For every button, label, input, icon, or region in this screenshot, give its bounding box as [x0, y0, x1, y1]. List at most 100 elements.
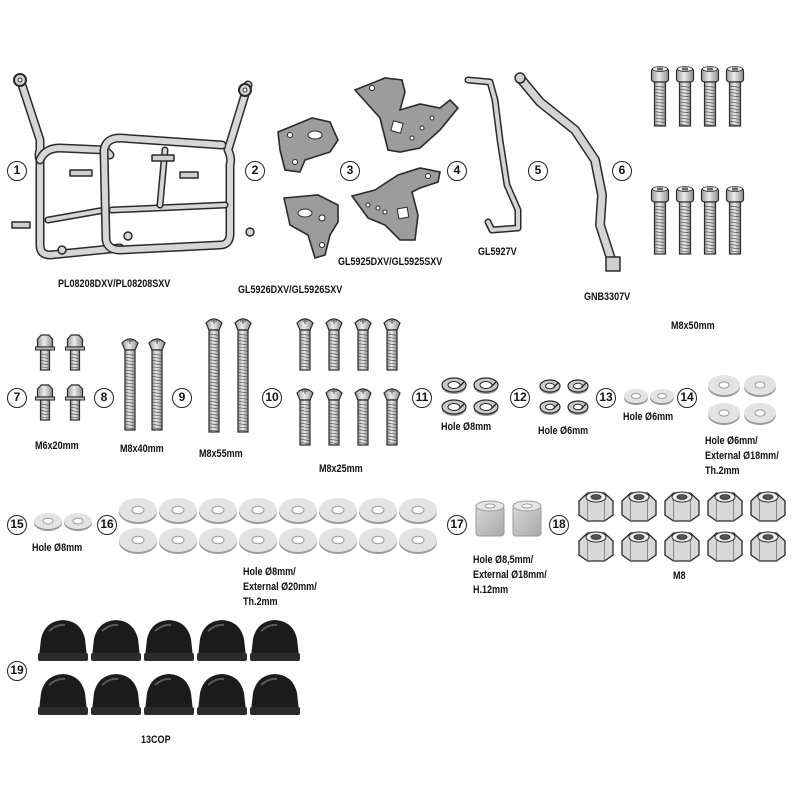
part-number-19: 19 — [7, 661, 27, 681]
label-washer16-line2: External Ø20mm/ — [243, 581, 317, 593]
rack-frame-right — [57, 80, 255, 255]
spacer-tube — [512, 500, 542, 537]
flat-washer-m6-18 — [744, 403, 776, 425]
bolt-m6x20 — [35, 334, 55, 371]
cap-13cop — [91, 620, 141, 661]
part-number-5: 5 — [528, 161, 548, 181]
label-m8x40: M8x40mm — [120, 443, 164, 455]
nylock-nut-m8 — [664, 531, 700, 562]
split-washer-m8 — [473, 377, 499, 394]
part-number-9: 9 — [172, 388, 192, 408]
cap-13cop — [197, 620, 247, 661]
bolt-m8x50 — [725, 66, 745, 127]
bolt-m8x25 — [383, 388, 401, 446]
bolt-m8x50 — [700, 66, 720, 127]
nylock-nut-m8 — [750, 531, 786, 562]
rack-frame-left — [11, 73, 125, 260]
flat-washer-m6-18 — [708, 375, 740, 397]
part-number-18: 18 — [549, 515, 569, 535]
bolt-m8x55 — [234, 318, 252, 433]
bolt-m8x50 — [650, 66, 670, 127]
label-washer14-line3: Th.2mm — [705, 465, 740, 477]
flat-washer-m8-20 — [239, 528, 277, 554]
part-number-16: 16 — [97, 515, 117, 535]
flat-washer-m8-20 — [159, 498, 197, 524]
bolt-m8x25 — [296, 388, 314, 446]
label-gl5925: GL5925DXV/GL5925SXV — [338, 256, 443, 268]
label-washer14: Hole Ø6mm/ External Ø18mm/ Th.2mm — [705, 434, 779, 479]
spacer-tube — [475, 500, 505, 537]
flat-washer-m8-20 — [359, 498, 397, 524]
label-spacer17: Hole Ø8,5mm/ External Ø18mm/ H.12mm — [473, 553, 547, 598]
label-m8x55: M8x55mm — [199, 448, 243, 460]
label-gnb3307: GNB3307V — [584, 291, 631, 303]
split-washer-m6 — [567, 379, 589, 394]
label-gl5926: GL5926DXV/GL5926SXV — [238, 284, 343, 296]
label-spacer17-line1: Hole Ø8,5mm/ — [473, 554, 534, 566]
cap-13cop — [144, 674, 194, 715]
flat-washer-m6-18 — [744, 375, 776, 397]
split-washer-m8 — [473, 399, 499, 416]
part-number-7: 7 — [7, 388, 27, 408]
nylock-nut-m8 — [750, 491, 786, 522]
bolt-m8x55 — [205, 318, 223, 433]
bolt-m8x25 — [325, 388, 343, 446]
nylock-nut-m8 — [621, 491, 657, 522]
label-hole6-12: Hole Ø6mm — [538, 425, 589, 437]
flat-washer-m8-20 — [319, 498, 357, 524]
flat-washer-m8-20 — [279, 528, 317, 554]
split-washer-m6 — [539, 400, 561, 415]
split-washer-m8 — [441, 377, 467, 394]
bolt-m8x50 — [725, 186, 745, 255]
label-m6x20: M6x20mm — [35, 440, 79, 452]
part-number-12: 12 — [510, 388, 530, 408]
flat-washer-m8-20 — [359, 528, 397, 554]
flat-washer-m8-20 — [319, 528, 357, 554]
flat-washer-m8-20 — [279, 498, 317, 524]
flat-washer-m8-20 — [119, 498, 157, 524]
label-gl5927: GL5927V — [478, 246, 517, 258]
flat-washer-m8-20 — [199, 498, 237, 524]
bolt-m8x50 — [700, 186, 720, 255]
part-number-3: 3 — [340, 161, 360, 181]
cap-13cop — [197, 674, 247, 715]
label-cap: 13COP — [141, 734, 171, 746]
flat-washer-m8-20 — [399, 498, 437, 524]
bar-gnb3307 — [514, 72, 621, 272]
label-washer16-line3: Th.2mm — [243, 596, 278, 608]
bolt-m8x40 — [121, 338, 139, 431]
flat-washer-m8-20 — [239, 498, 277, 524]
label-spacer17-line3: H.12mm — [473, 584, 509, 596]
part-number-15: 15 — [7, 515, 27, 535]
flat-washer-m6-small — [624, 389, 648, 405]
flat-washer-m8-20 — [399, 528, 437, 554]
flat-washer-m6-18 — [708, 403, 740, 425]
part-number-10: 10 — [262, 388, 282, 408]
part-number-6: 6 — [612, 161, 632, 181]
part-number-1: 1 — [7, 161, 27, 181]
label-washer14-line2: External Ø18mm/ — [705, 450, 779, 462]
plate-gl5926-lower — [283, 194, 339, 259]
bolt-m8x25 — [296, 318, 314, 371]
bracket-gl5925-lower — [350, 167, 441, 241]
flat-washer-m8 — [64, 513, 92, 531]
label-hole6-13: Hole Ø6mm — [623, 411, 674, 423]
part-number-17: 17 — [447, 515, 467, 535]
nylock-nut-m8 — [578, 491, 614, 522]
plate-gl5926-upper — [277, 117, 339, 173]
label-m8x50: M8x50mm — [671, 320, 715, 332]
part-number-14: 14 — [677, 388, 697, 408]
bolt-m6x20 — [65, 334, 85, 371]
label-washer16: Hole Ø8mm/ External Ø20mm/ Th.2mm — [243, 565, 317, 610]
part-number-8: 8 — [94, 388, 114, 408]
label-pl-rack: PL08208DXV/PL08208SXV — [58, 278, 171, 290]
label-m8x25: M8x25mm — [319, 463, 363, 475]
nylock-nut-m8 — [664, 491, 700, 522]
flat-washer-m8-20 — [199, 528, 237, 554]
split-washer-m6 — [539, 379, 561, 394]
bolt-m8x25 — [325, 318, 343, 371]
label-hole8-15: Hole Ø8mm — [32, 542, 83, 554]
bolt-m8x50 — [650, 186, 670, 255]
part-number-2: 2 — [245, 161, 265, 181]
